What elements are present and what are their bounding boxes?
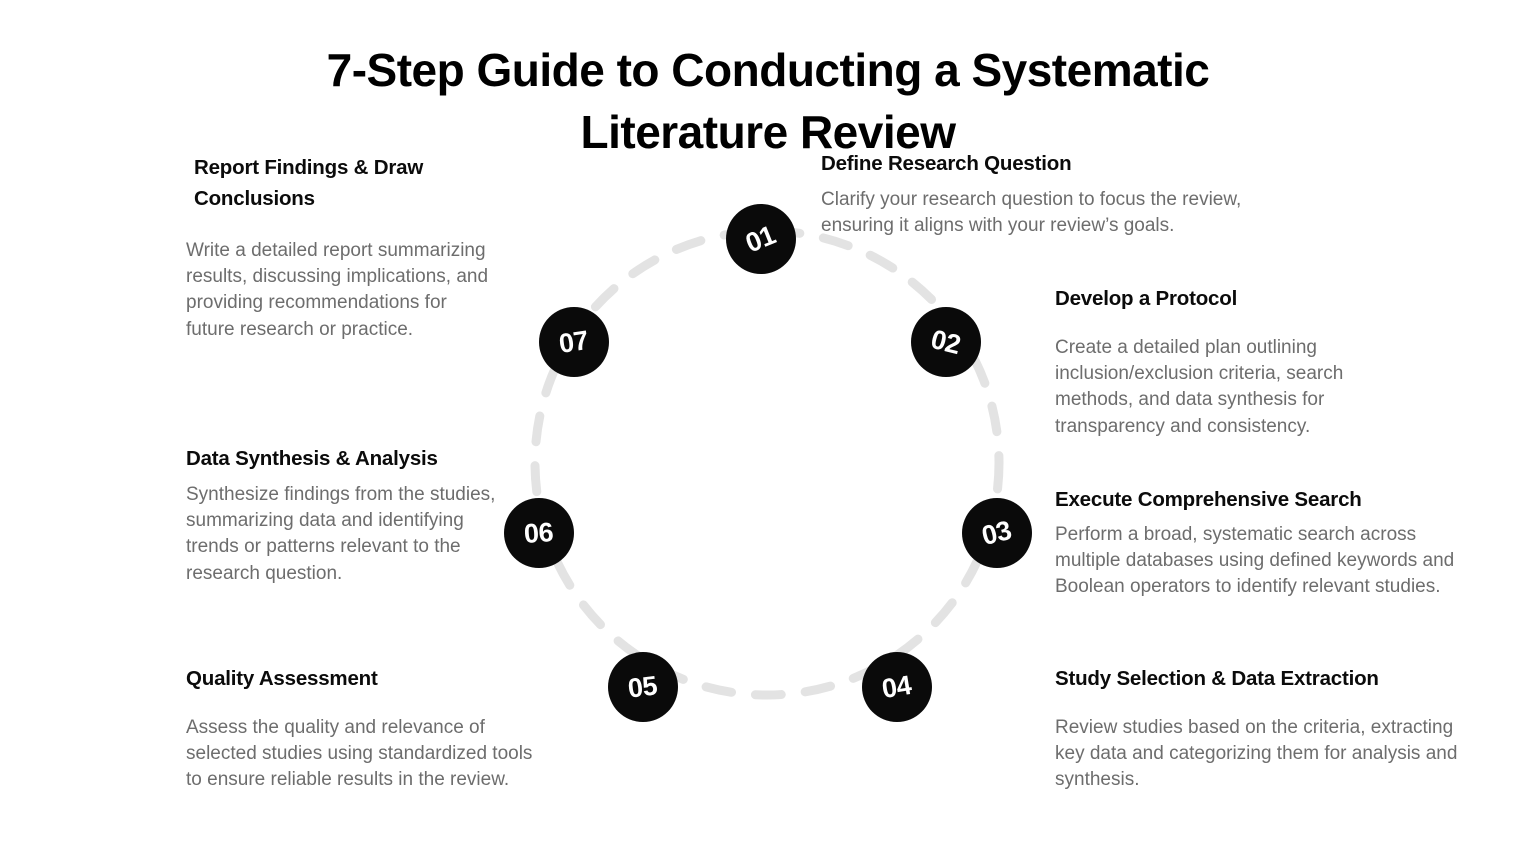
step-number-06: 06 — [523, 516, 555, 549]
step-text-06: Data Synthesis & Analysis Synthesize fin… — [186, 443, 506, 587]
step-description-02: Create a detailed plan outlining inclusi… — [1055, 337, 1344, 437]
dashed-cycle-circle — [530, 226, 1004, 700]
step-badge-03[interactable]: 03 — [962, 498, 1032, 568]
step-text-01: Define Research Question Clarify your re… — [821, 148, 1251, 239]
step-number-04: 04 — [880, 669, 914, 704]
step-title-07: Report Findings & Draw Conclusions — [194, 156, 424, 210]
step-title-03: Execute Comprehensive Search — [1055, 488, 1362, 511]
step-badge-05[interactable]: 05 — [608, 652, 678, 722]
step-description-04: Review studies based on the criteria, ex… — [1055, 717, 1458, 791]
step-number-05: 05 — [626, 669, 660, 704]
step-title-01: Define Research Question — [821, 152, 1072, 175]
step-description-05: Assess the quality and relevance of sele… — [186, 717, 533, 791]
step-text-07: Report Findings & Draw Conclusions Write… — [186, 152, 494, 343]
step-description-01: Clarify your research question to focus … — [821, 189, 1242, 237]
step-description-03: Perform a broad, systematic search acros… — [1055, 524, 1455, 598]
step-text-03: Execute Comprehensive Search Perform a b… — [1055, 484, 1475, 601]
step-text-04: Study Selection & Data Extraction Review… — [1055, 663, 1480, 794]
step-badge-01[interactable]: 01 — [726, 204, 796, 274]
step-text-02: Develop a Protocol Create a detailed pla… — [1055, 283, 1405, 440]
step-number-01: 01 — [741, 219, 780, 258]
step-badge-06[interactable]: 06 — [504, 498, 574, 568]
step-number-03: 03 — [979, 514, 1015, 551]
step-badge-07[interactable]: 07 — [539, 307, 609, 377]
step-badge-02[interactable]: 02 — [911, 307, 981, 377]
step-description-06: Synthesize findings from the studies, su… — [186, 484, 496, 584]
step-number-02: 02 — [928, 323, 964, 360]
step-title-02: Develop a Protocol — [1055, 287, 1238, 310]
step-title-04: Study Selection & Data Extraction — [1055, 667, 1379, 690]
step-description-07: Write a detailed report summarizing resu… — [186, 240, 489, 340]
step-badge-04[interactable]: 04 — [862, 652, 932, 722]
step-number-07: 07 — [557, 324, 591, 359]
step-text-05: Quality Assessment Assess the quality an… — [186, 663, 546, 794]
step-title-05: Quality Assessment — [186, 667, 378, 690]
step-title-06: Data Synthesis & Analysis — [186, 447, 438, 470]
page-title: 7-Step Guide to Conducting a Systematic … — [326, 43, 1210, 158]
